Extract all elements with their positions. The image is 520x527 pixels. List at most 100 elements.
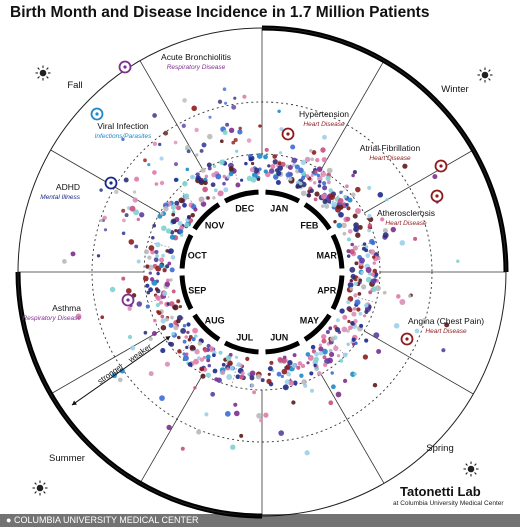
month-arc xyxy=(330,275,345,311)
season-label: Winter xyxy=(441,84,468,95)
season-label: Summer xyxy=(49,453,85,464)
data-dot xyxy=(318,351,324,356)
data-dot xyxy=(370,272,376,277)
month-label: JAN xyxy=(270,203,288,213)
data-dot xyxy=(165,228,172,234)
data-dot xyxy=(171,210,176,214)
target-marker-center xyxy=(95,112,99,116)
data-dot xyxy=(154,182,159,186)
data-dot xyxy=(180,446,185,451)
data-dot xyxy=(170,218,177,224)
data-dot xyxy=(339,308,345,314)
data-dot xyxy=(169,341,175,347)
data-dot xyxy=(256,153,263,159)
month-arc xyxy=(223,340,259,355)
data-dot xyxy=(256,177,261,182)
disease-name: Angina (Chest Pain) xyxy=(408,316,484,326)
data-dot xyxy=(218,350,223,355)
data-dot xyxy=(134,176,140,182)
data-dot xyxy=(199,357,205,362)
sun-core xyxy=(36,484,44,492)
data-dot xyxy=(367,223,373,228)
data-dot xyxy=(70,251,76,257)
data-dot xyxy=(260,378,265,383)
data-dot xyxy=(326,180,331,185)
data-dot xyxy=(148,245,155,251)
data-dot xyxy=(153,257,159,263)
sector-tick xyxy=(329,188,346,205)
data-dot xyxy=(300,190,307,197)
data-dot xyxy=(358,311,363,316)
target-marker-center xyxy=(109,181,113,185)
sun-ray xyxy=(34,482,37,485)
data-dot xyxy=(350,321,355,326)
data-dot xyxy=(367,214,372,219)
data-dot xyxy=(352,306,357,311)
data-dot xyxy=(317,175,323,182)
data-dot xyxy=(154,249,159,255)
data-dot xyxy=(188,335,193,339)
data-dot xyxy=(148,336,153,342)
sun-ray xyxy=(46,76,49,79)
data-dot xyxy=(311,349,316,354)
data-dot xyxy=(222,87,227,91)
data-dot xyxy=(291,400,296,405)
data-dot xyxy=(182,339,187,344)
data-dot xyxy=(127,334,133,340)
data-dot xyxy=(326,167,333,174)
data-dot xyxy=(322,355,327,360)
data-dot xyxy=(331,201,338,208)
data-dot xyxy=(264,147,269,152)
data-dot xyxy=(205,372,211,378)
data-dot xyxy=(155,241,161,248)
data-dot xyxy=(338,211,344,218)
data-dot xyxy=(176,315,183,321)
data-dot xyxy=(321,157,327,163)
data-dot xyxy=(182,202,187,208)
data-dot xyxy=(103,228,108,232)
data-dot xyxy=(339,190,343,195)
data-dot xyxy=(186,330,190,335)
disease-name: Atherosclerosis xyxy=(377,208,435,218)
data-dot xyxy=(360,270,364,275)
disease-category: Heart Disease xyxy=(385,220,427,227)
data-dot xyxy=(300,175,306,181)
data-dot xyxy=(211,172,216,178)
data-dot xyxy=(200,167,206,173)
data-dot xyxy=(190,174,195,180)
data-dot xyxy=(160,318,166,324)
data-dot xyxy=(159,300,163,305)
data-dot xyxy=(329,194,335,200)
data-dot xyxy=(148,371,154,377)
data-dot xyxy=(62,259,67,264)
data-dot xyxy=(159,156,164,161)
data-dot xyxy=(287,360,293,366)
data-dot xyxy=(342,314,348,320)
data-dot xyxy=(208,115,212,119)
data-dot xyxy=(399,240,406,246)
data-dot xyxy=(201,142,207,148)
data-dot xyxy=(174,200,180,206)
data-dot xyxy=(125,288,132,294)
inner-disc xyxy=(180,190,344,354)
data-dot xyxy=(224,101,228,105)
data-dot xyxy=(227,360,233,366)
sun-core xyxy=(481,71,489,79)
data-dot xyxy=(239,374,245,380)
lab-name: Tatonetti Lab xyxy=(400,484,481,499)
data-dot xyxy=(242,94,247,99)
scale-weaker-label: weaker xyxy=(126,342,153,365)
sector-line xyxy=(320,60,385,171)
sun-icon xyxy=(477,67,493,83)
data-dot xyxy=(173,177,179,183)
data-dot xyxy=(348,307,353,313)
data-dot xyxy=(152,223,157,228)
data-dot xyxy=(99,218,103,222)
sun-ray xyxy=(479,78,482,81)
data-dot xyxy=(184,335,188,339)
data-dot xyxy=(329,336,335,342)
data-dot xyxy=(284,379,290,385)
data-dot xyxy=(207,166,212,171)
